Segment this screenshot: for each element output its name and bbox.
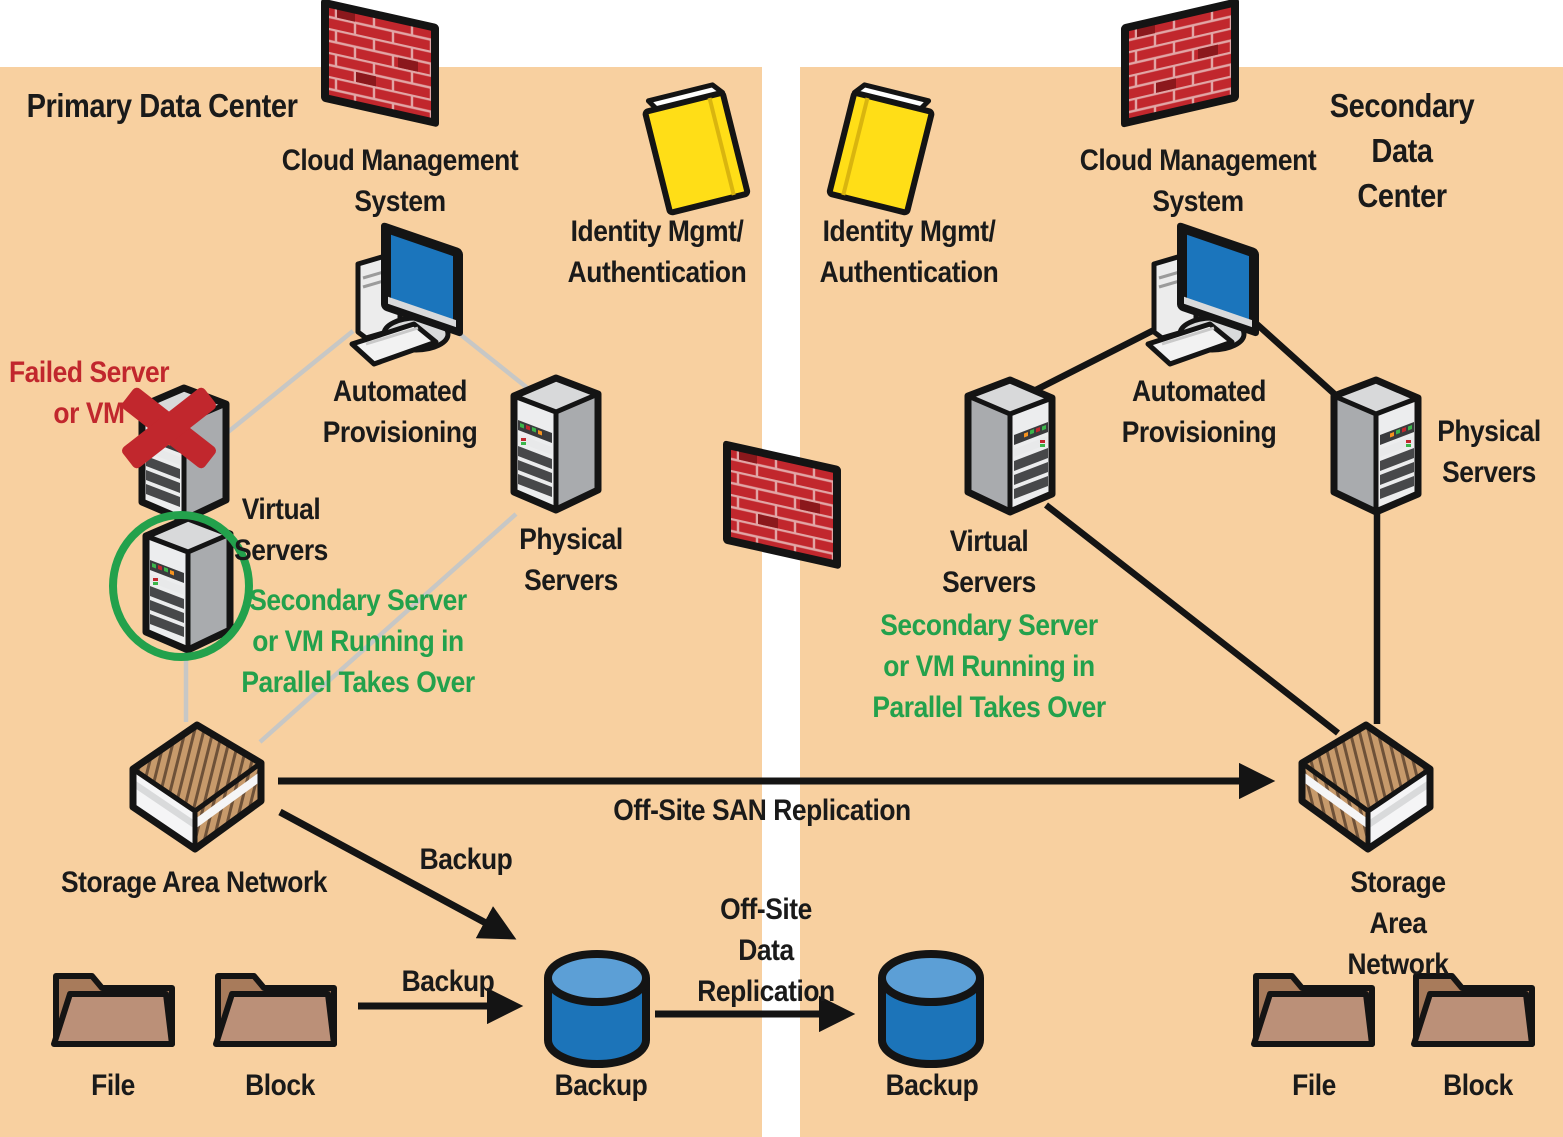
secondary-server-note-right: Secondary Server or VM Running in Parall… — [872, 609, 1106, 724]
folder-block-icon-right — [1414, 976, 1532, 1044]
green-circle-icon — [109, 511, 253, 661]
physical-server-icon-right — [1334, 380, 1418, 512]
folder-file-icon-left — [54, 976, 172, 1044]
automated-provisioning-label-right: Automated Provisioning — [1121, 375, 1277, 449]
cloud-management-label-right: Cloud Management System — [1079, 144, 1317, 218]
physical-servers-label-right: Physical Servers — [1437, 415, 1541, 489]
backup-db-label-left: Backup — [554, 1069, 648, 1102]
identity-label-right: Identity Mgmt/ Authentication — [819, 215, 999, 289]
arrow-backup-from-san — [278, 808, 517, 940]
automated-provisioning-label-left: Automated Provisioning — [322, 375, 478, 449]
backup-cylinder-icon-left — [548, 954, 646, 1064]
virtual-servers-label-left: Virtual Servers — [234, 493, 328, 567]
block-label-right: Block — [1443, 1069, 1513, 1102]
firewall-top-left-icon — [325, 3, 435, 123]
file-label-left: File — [91, 1069, 135, 1102]
physical-server-icon-left — [514, 378, 598, 510]
offsite-data-replication-label: Off-Site Data Replication — [697, 893, 835, 1008]
file-label-right: File — [1292, 1069, 1336, 1102]
block-label-left: Block — [245, 1069, 315, 1102]
primary-network-lines — [183, 325, 532, 744]
folder-file-icon-right — [1254, 976, 1372, 1044]
primary-title: Primary Data Center — [26, 87, 298, 124]
backup-arrow-label-1: Backup — [419, 843, 513, 876]
backup-arrow-label-2: Backup — [401, 965, 495, 998]
red-x-icon — [122, 387, 216, 469]
backup-db-label-right: Backup — [885, 1069, 979, 1102]
san-label-right: Storage Area Network — [1347, 866, 1449, 981]
firewall-top-right-icon — [1125, 3, 1235, 123]
virtual-servers-label-right: Virtual Servers — [942, 525, 1036, 599]
secondary-title: Secondary Data Center — [1329, 87, 1475, 214]
secondary-server-note-left: Secondary Server or VM Running in Parall… — [241, 584, 475, 699]
physical-servers-label-left: Physical Servers — [519, 523, 623, 597]
secondary-server-icon — [146, 518, 230, 650]
folder-block-icon-left — [216, 976, 334, 1044]
virtual-server-icon-right — [968, 380, 1052, 512]
backup-cylinder-icon-right — [882, 954, 980, 1064]
cloud-management-label-left: Cloud Management System — [281, 144, 519, 218]
identity-label-left: Identity Mgmt/ Authentication — [567, 215, 747, 289]
san-label-left: Storage Area Network — [60, 866, 328, 899]
failed-server-label: Failed Server or VM — [8, 356, 170, 430]
firewall-middle-icon — [727, 445, 837, 565]
offsite-san-replication-label: Off-Site SAN Replication — [613, 794, 911, 827]
secondary-network-lines — [1018, 315, 1381, 736]
